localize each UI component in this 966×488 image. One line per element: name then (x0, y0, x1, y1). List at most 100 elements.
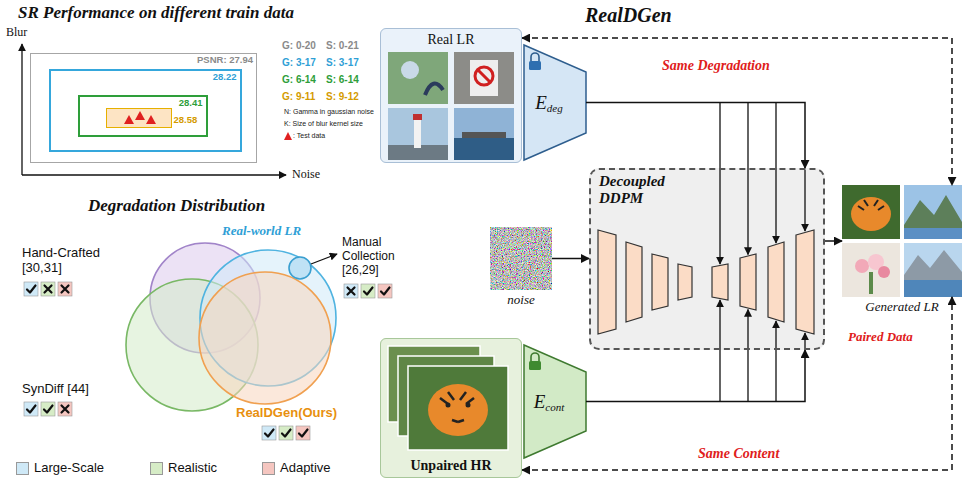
property-icons (348, 288, 355, 295)
condition-wire (719, 103, 720, 265)
encoder-shape (524, 345, 586, 458)
flow-arrow (586, 103, 805, 169)
property-icons (27, 406, 36, 413)
hr-photo-stack (466, 403, 471, 408)
range-legend: G: 3-17 (282, 57, 316, 69)
condition-wire (720, 103, 805, 402)
encoder-shape (524, 45, 586, 160)
generated-lr-photo (904, 280, 962, 297)
property-icons (44, 406, 53, 413)
property-icons (279, 426, 293, 440)
encoder-shape (529, 361, 541, 370)
node-text: 28.22 (213, 72, 237, 83)
generated-lr-photo (855, 259, 869, 273)
generated-lr-photo (904, 185, 962, 239)
node-text: Unpaired HR (410, 458, 491, 474)
flow-arrow (552, 258, 589, 260)
property-icons (58, 282, 72, 296)
hr-photo-stack (446, 403, 451, 408)
venn-diagram (199, 272, 331, 404)
test-region (146, 115, 156, 124)
relation-label: Paired Data (848, 330, 913, 345)
legend-note: : Test data (293, 132, 325, 140)
generated-lr-photo (842, 185, 962, 297)
edge-label: Same Content (696, 446, 781, 462)
legend-swatch (16, 462, 29, 475)
property-icons (296, 426, 310, 440)
panel-title: Degradation Distribution (88, 196, 265, 216)
lr-photo (454, 138, 514, 160)
range-legend: G: 0-20 (282, 40, 316, 52)
unet-block (768, 242, 784, 322)
set-label: Real-world LR (222, 224, 301, 239)
noise-image (490, 227, 552, 290)
generated-lr-photo (842, 243, 900, 297)
lr-photo (462, 132, 506, 138)
unet-block (626, 242, 642, 322)
test-region (135, 111, 145, 120)
axis-label: Blur (6, 26, 27, 40)
test-region (106, 108, 172, 128)
unpaired-hr-panel: Unpaired HR (380, 338, 522, 478)
unet-block (678, 264, 692, 300)
generated-lr-photo (878, 266, 890, 278)
lr-photo (413, 114, 422, 120)
method-label: SynDiff [44] (22, 382, 89, 397)
panel-fill (589, 168, 825, 350)
property-icons (24, 282, 38, 296)
lr-photo (470, 60, 498, 96)
venn-diagram (289, 257, 311, 279)
node-text: 28.58 (174, 115, 198, 126)
legend-item: Adaptive (262, 461, 331, 476)
lr-photo (454, 52, 514, 104)
property-icons (299, 430, 308, 437)
lr-photo (414, 118, 421, 148)
property-icons (41, 282, 55, 296)
content-encoder: Econt (524, 345, 586, 458)
legend-text: Realistic (168, 461, 217, 476)
legend-swatch (262, 462, 275, 475)
range-legend: S: 6-14 (326, 74, 359, 86)
condition-wire (775, 103, 776, 244)
legend-item: Realistic (150, 461, 217, 476)
flow-arrow (586, 350, 805, 402)
unet-block (796, 230, 814, 334)
property-icons (381, 288, 390, 295)
axis-label: Noise (292, 168, 320, 182)
unet-block (652, 254, 668, 310)
generated-lr-photo (842, 185, 900, 239)
test-range-box: 28.58 (106, 108, 172, 128)
generated-lr-images: Generated LR (842, 185, 962, 297)
panel-fill (380, 28, 522, 163)
relation-arrow (522, 297, 952, 470)
property-icons (344, 284, 358, 298)
lr-photo (388, 108, 448, 160)
property-icons (58, 402, 72, 416)
range-legend: G: 6-14 (282, 74, 316, 86)
method-label: RealDGen(Ours) (236, 406, 337, 421)
lr-photo (401, 61, 419, 79)
encoder-shape (531, 353, 539, 361)
condition-wire (775, 321, 776, 402)
panel-title: SR Performance on different train data (18, 3, 294, 23)
hr-photo-stack (440, 392, 474, 422)
hr-photo-stack (428, 384, 488, 436)
range-legend: S: 9-12 (326, 91, 359, 103)
property-icons (24, 282, 392, 440)
range-legend: S: 0-21 (326, 40, 359, 52)
range-legend: G: 9-11 (282, 91, 315, 103)
lr-photo (475, 67, 493, 85)
unet-block (598, 230, 814, 334)
node-text: Decoupled DDPM (599, 173, 699, 208)
leader-line (311, 254, 337, 264)
property-icons (364, 288, 373, 295)
range-box: 28.2228.4128.58 (49, 69, 242, 152)
range-box: PSNR: 27.9428.2228.4128.58 (30, 53, 257, 163)
property-icons (282, 430, 291, 437)
condition-wire (747, 310, 748, 402)
subscript: cont (545, 401, 564, 414)
property-icons (62, 286, 69, 293)
lr-photo (454, 108, 514, 160)
